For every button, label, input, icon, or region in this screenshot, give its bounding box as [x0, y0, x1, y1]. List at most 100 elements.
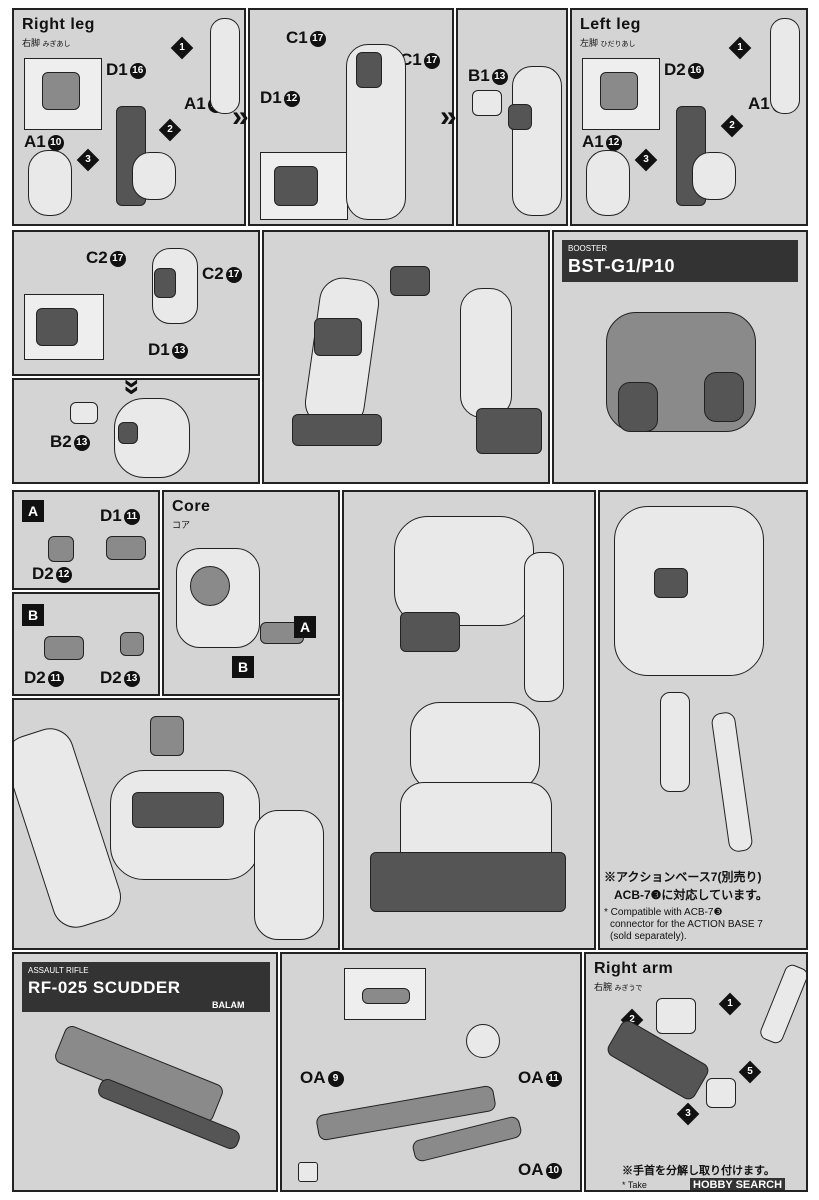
- badge-a: A: [22, 500, 44, 522]
- badge-b: B: [232, 656, 254, 678]
- ankle-cover-part: [472, 90, 502, 116]
- rifle-panel: ASSAULT RIFLE RF-025 SCUDDER BALAM: [12, 952, 278, 1192]
- left-leg-frame: [314, 318, 362, 356]
- step-2-marker: 2: [720, 114, 744, 138]
- right-arm-note: ※手首を分解し取り付けます。: [622, 1165, 775, 1177]
- core-panel: Core コア A B: [162, 490, 340, 696]
- forearm-part: [757, 962, 806, 1046]
- hip-joint-part: [400, 612, 460, 652]
- action-base-boom: [710, 711, 754, 853]
- knee-joint-part: [356, 52, 382, 88]
- knee-armor-part: [132, 152, 176, 200]
- arm-right: [524, 552, 564, 702]
- head-part: [150, 716, 184, 756]
- knee-joint-part: [154, 268, 176, 298]
- booster-header: [562, 240, 798, 282]
- left-foot: [292, 414, 382, 446]
- foot-armor-part: [770, 18, 800, 114]
- arrow-chevron: »: [440, 100, 457, 133]
- step-1-marker: 1: [728, 36, 752, 60]
- shin-cover-part: [586, 150, 630, 216]
- rifle-name: RF-025 SCUDDER: [28, 978, 181, 997]
- step-3-marker: 3: [634, 148, 658, 172]
- booster-panel: BOOSTER BST-G1/P10: [552, 230, 808, 484]
- core-interior: [132, 792, 224, 828]
- rifle-maker: BALAM: [212, 1000, 245, 1010]
- right-foot: [476, 408, 542, 454]
- torso-upper: [394, 516, 534, 626]
- action-base-jp-line2: ACB-7❸に対応しています。: [614, 888, 768, 902]
- right-leg-assembly: [460, 288, 512, 418]
- tool-icon: [298, 1162, 318, 1182]
- step-1-marker: 1: [170, 36, 194, 60]
- left-leg-jp: 左脚 ひだりあし: [580, 38, 636, 48]
- core-shoulder: [190, 566, 230, 606]
- step-3-marker: 3: [76, 148, 100, 172]
- action-base-arm: [660, 692, 690, 792]
- right-leg-title: Right leg: [22, 16, 95, 33]
- joint-detail: [654, 568, 688, 598]
- action-base-panel: ※アクションベース7(別売り) ACB-7❸に対応しています。 * Compat…: [598, 490, 808, 950]
- badge-b: B: [22, 604, 44, 626]
- arrow-chevron: »: [232, 100, 249, 133]
- step-1-marker: 1: [718, 992, 742, 1016]
- ankle-joint-part: [118, 422, 138, 444]
- action-base-en-line3: (sold separately).: [610, 931, 687, 942]
- rifle-small-label: ASSAULT RIFLE: [28, 966, 89, 975]
- right-arm-title: Right arm: [594, 960, 674, 977]
- torso-lower: [410, 702, 540, 792]
- hobby-search-watermark: HOBBY SEARCH: [690, 1178, 786, 1190]
- rifle-header: [22, 962, 270, 1012]
- booster-small-label: BOOSTER: [568, 244, 608, 253]
- joint-part: [48, 536, 74, 562]
- rifle-part: [362, 988, 410, 1004]
- feet: [370, 852, 566, 912]
- action-base-en-line2: connector for the ACTION BASE 7: [610, 919, 763, 930]
- right-arm-jp: 右腕 みぎうで: [594, 982, 643, 992]
- joint-part: [120, 632, 144, 656]
- action-base-en-line1: * Compatible with ACB-7❸: [604, 907, 723, 918]
- core-jp: コア: [172, 520, 191, 530]
- torso-legs-panel: [342, 490, 596, 950]
- right-arm-note-en: * Take: [622, 1180, 647, 1190]
- no-cut-icon: [466, 1024, 500, 1058]
- step-3-marker: 3: [676, 1102, 700, 1126]
- booster-name: BST-G1/P10: [568, 256, 676, 276]
- core-assembly-panel: [12, 698, 340, 950]
- robot-detail: [614, 506, 764, 676]
- joint-part: [274, 166, 318, 206]
- action-base-jp-line1: ※アクションベース7(別売り): [604, 870, 762, 884]
- arrow-chevron-down: »: [116, 378, 150, 396]
- knee-armor-part: [692, 152, 736, 200]
- shoulder-joint-part: [106, 536, 146, 560]
- right-arm: [254, 810, 324, 940]
- left-leg-title: Left leg: [580, 16, 641, 33]
- hip-joint-part: [390, 266, 430, 296]
- leg-assembly-part: [512, 66, 562, 216]
- step-5-marker: 5: [738, 1060, 762, 1084]
- joint-part: [44, 636, 84, 660]
- legs-combined-panel: [262, 230, 550, 484]
- hand-part: [656, 998, 696, 1034]
